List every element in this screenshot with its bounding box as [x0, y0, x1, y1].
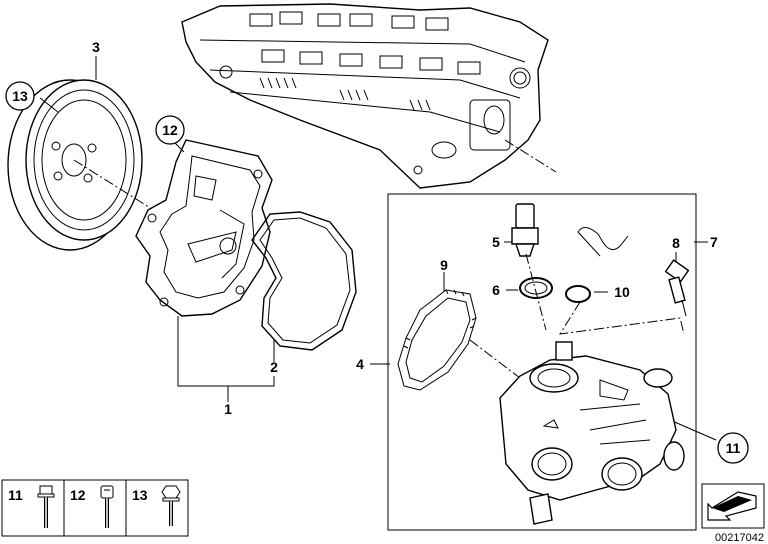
socket-head-bolt-icon	[100, 485, 114, 528]
retaining-clip	[577, 227, 629, 257]
water-pump	[135, 139, 273, 317]
callout-9: 9	[440, 257, 448, 273]
callout-13: 13	[5, 81, 35, 111]
alignment-line-head	[504, 139, 557, 173]
legend-label-13: 13	[132, 487, 148, 503]
o-ring-large	[519, 277, 553, 299]
fastener-legend: 11 12 13	[1, 479, 189, 537]
hex-bolt-icon	[161, 485, 181, 526]
callout-4: 4	[356, 356, 364, 372]
callout-6: 6	[492, 282, 500, 298]
legend-label-12: 12	[70, 487, 86, 503]
pulley	[7, 79, 143, 251]
orientation-arrow-box	[701, 483, 765, 529]
svg-text:11: 11	[726, 440, 741, 456]
o-ring-small	[565, 285, 591, 303]
hex-flange-bolt-icon	[37, 485, 55, 528]
thermostat-housing	[499, 341, 685, 525]
callout-10: 10	[614, 284, 630, 300]
callout-3: 3	[92, 39, 100, 55]
cylinder-head	[181, 3, 549, 189]
coolant-sender	[664, 259, 690, 317]
thermostat-assembly-frame	[387, 193, 697, 531]
callout-12: 12	[155, 115, 185, 145]
callout-8: 8	[672, 235, 680, 251]
callout-1: 1	[224, 401, 232, 417]
callout-11: 11	[717, 432, 749, 464]
callout-5: 5	[492, 234, 500, 250]
housing-gasket	[397, 289, 477, 391]
drawing-id: 00217042	[715, 532, 764, 544]
callout-2: 2	[270, 359, 278, 375]
svg-text:12: 12	[162, 122, 178, 138]
legend-label-11: 11	[8, 487, 23, 503]
alignment-lines-housing	[469, 253, 685, 379]
temperature-sensor	[511, 203, 539, 257]
svg-text:13: 13	[12, 88, 28, 104]
callout-7: 7	[710, 234, 718, 250]
pump-gasket	[251, 211, 357, 351]
